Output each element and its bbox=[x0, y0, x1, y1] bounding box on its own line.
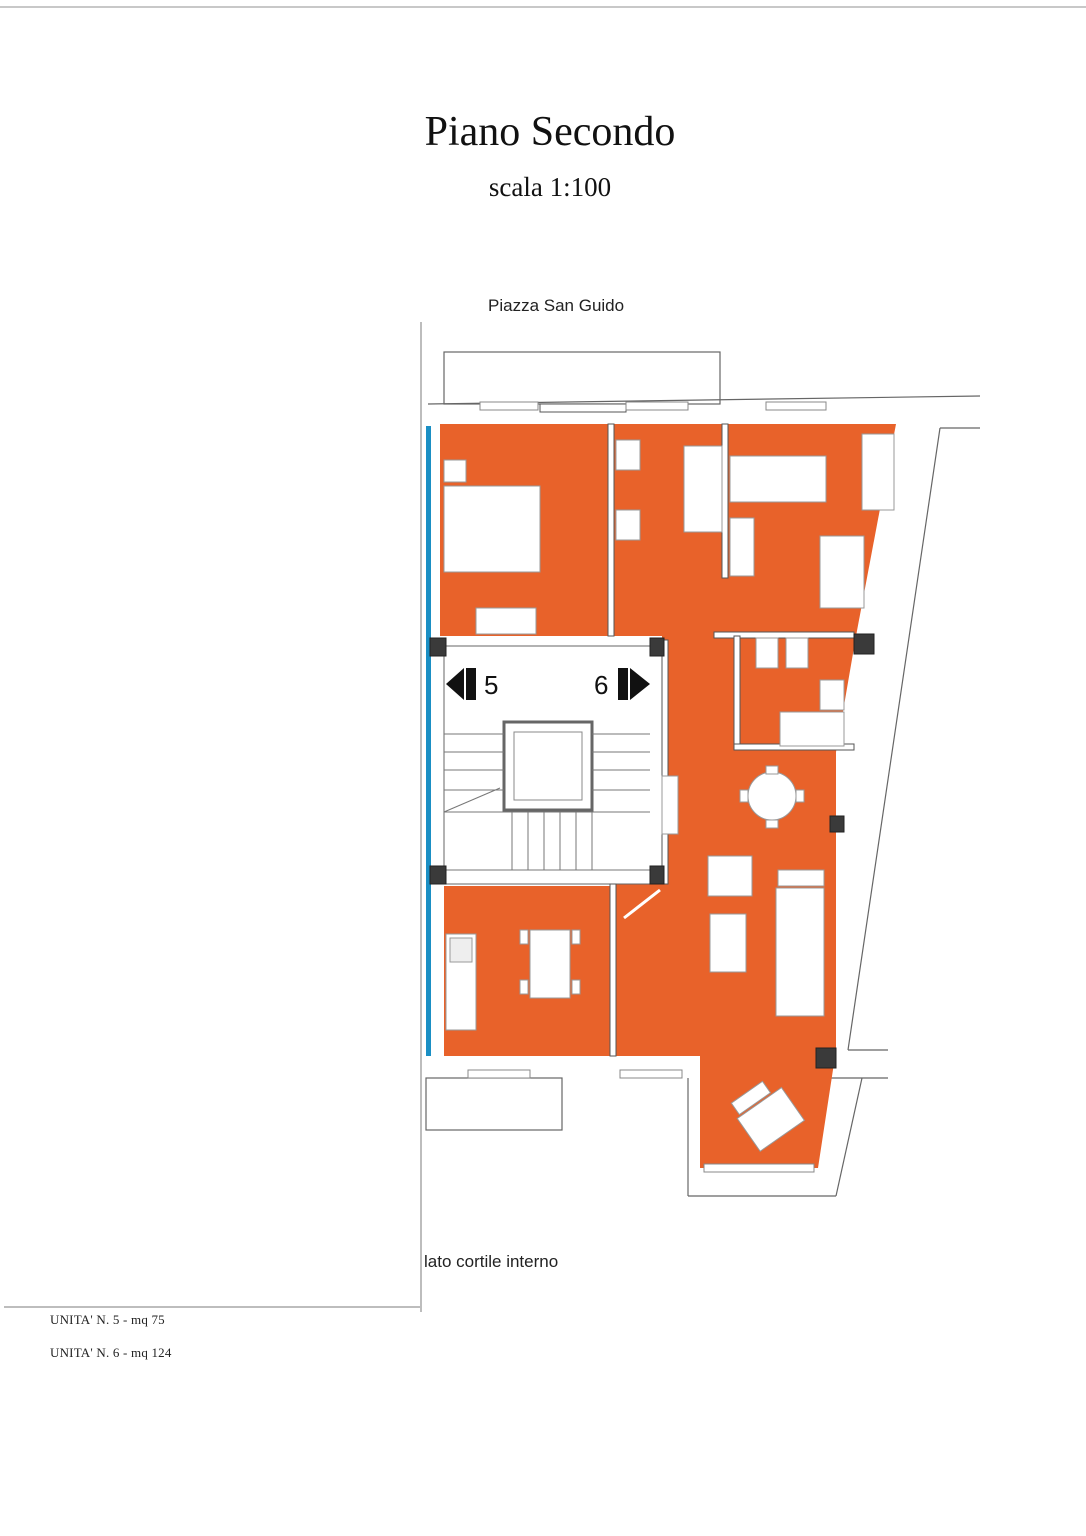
round-table bbox=[747, 771, 797, 821]
unit-6-area-label: UNITA' N. 6 - mq 124 bbox=[50, 1345, 172, 1360]
armchair bbox=[707, 855, 753, 897]
furniture bbox=[443, 433, 895, 1152]
courtyard-label: lato cortile interno bbox=[424, 1252, 559, 1271]
sofa bbox=[775, 887, 825, 1017]
shower bbox=[779, 711, 845, 747]
bedside-table bbox=[443, 459, 467, 483]
structural-columns bbox=[429, 633, 875, 1069]
top-border-line bbox=[0, 6, 1086, 8]
scale-label: scala 1:100 bbox=[488, 172, 612, 202]
unit-6-number: 6 bbox=[594, 670, 608, 700]
page-title: Piano Secondo bbox=[424, 109, 676, 155]
coffee-table bbox=[709, 913, 747, 973]
toilet-a bbox=[615, 439, 641, 471]
unit-5-marker bbox=[446, 668, 476, 700]
dining-table bbox=[529, 929, 571, 999]
double-bed bbox=[443, 485, 541, 573]
shelf bbox=[861, 433, 895, 511]
sink-a bbox=[615, 509, 641, 541]
toilet-b bbox=[755, 637, 779, 669]
cabinet bbox=[661, 775, 679, 835]
unit-5-area-label: UNITA' N. 5 - mq 75 bbox=[50, 1312, 165, 1327]
single-bed bbox=[729, 455, 827, 503]
bidet-b bbox=[785, 637, 809, 669]
interior-walls bbox=[539, 403, 855, 1057]
stair-core bbox=[443, 645, 663, 885]
windows bbox=[467, 401, 827, 1173]
street-label: Piazza San Guido bbox=[488, 296, 625, 315]
desk bbox=[729, 517, 755, 577]
paper-edge-horizontal bbox=[4, 1306, 422, 1308]
sink-b bbox=[819, 679, 845, 711]
unit-6-marker bbox=[618, 668, 650, 700]
paper-edge-vertical bbox=[420, 322, 422, 1312]
unit-5-number: 5 bbox=[484, 670, 498, 700]
facade-blue-edge bbox=[426, 426, 431, 1056]
tv-unit bbox=[777, 869, 825, 887]
lounge-chair bbox=[736, 1086, 806, 1152]
bathtub bbox=[683, 445, 723, 533]
wardrobe bbox=[475, 607, 537, 635]
wardrobe-b bbox=[819, 535, 865, 609]
door-marks bbox=[623, 888, 661, 920]
